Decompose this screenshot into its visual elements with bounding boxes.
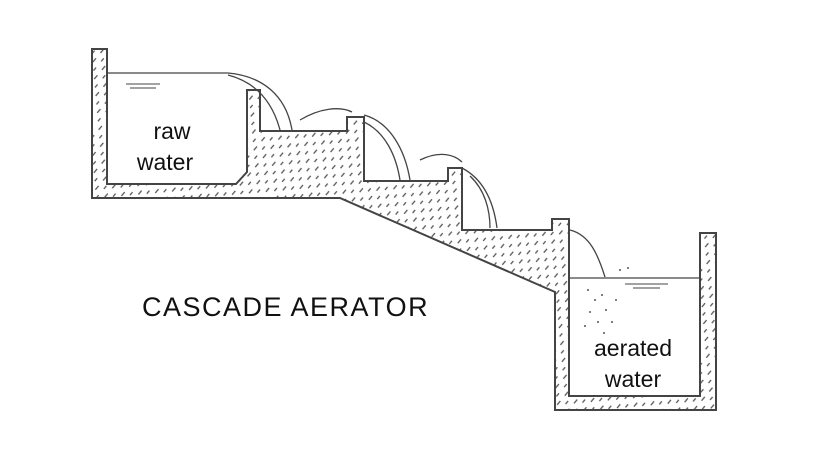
water-flow: [107, 72, 700, 289]
raw-water-label-line1: raw: [153, 118, 190, 144]
raw-water-label-line2: water: [136, 149, 194, 175]
aeration-bubbles: [584, 267, 629, 334]
raw-water-surface: [107, 72, 293, 131]
diagram-title: CASCADE AERATOR: [142, 292, 429, 322]
aerated-water-label-line1: aerated: [594, 335, 672, 361]
aerated-water-label-line2: water: [604, 366, 662, 392]
